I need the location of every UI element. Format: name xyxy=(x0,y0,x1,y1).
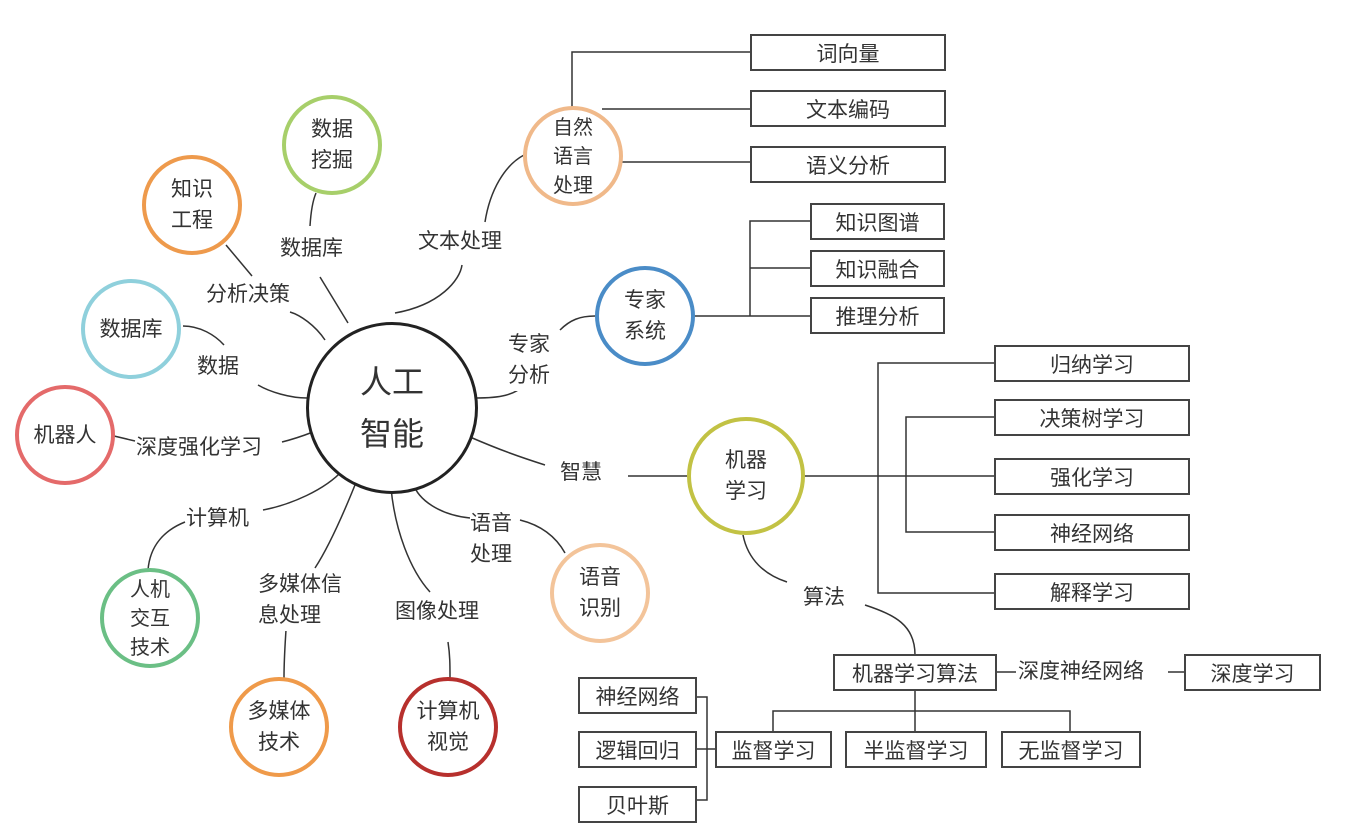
line-analysis-knowledge xyxy=(225,244,253,277)
box-knowledge-graph[interactable]: 知识图谱 xyxy=(810,203,945,240)
box-logistic-regression[interactable]: 逻辑回归 xyxy=(578,731,697,768)
label-algorithm: 算法 xyxy=(803,582,845,613)
line-center-data xyxy=(257,384,308,399)
node-computer-vision[interactable]: 计算机 视觉 xyxy=(398,677,498,777)
line-ml-algorithm xyxy=(742,534,788,583)
box-reasoning-analysis[interactable]: 推理分析 xyxy=(810,297,945,334)
label-image-processing: 图像处理 xyxy=(395,596,479,627)
node-hci[interactable]: 人机 交互 技术 xyxy=(100,568,200,668)
box-explanation-learning[interactable]: 解释学习 xyxy=(994,573,1190,610)
line-computer-hci xyxy=(147,521,186,571)
line-center-text-processing xyxy=(394,264,463,314)
node-multimedia-tech[interactable]: 多媒体 技术 xyxy=(229,677,329,777)
line-speech-recognition xyxy=(519,519,566,554)
box-knowledge-fusion[interactable]: 知识融合 xyxy=(810,250,945,287)
node-machine-learning[interactable]: 机器 学习 xyxy=(687,417,805,535)
node-knowledge-engineering[interactable]: 知识 工程 xyxy=(142,155,242,255)
line-mlalgo-types xyxy=(772,690,1071,733)
node-database[interactable]: 数据库 xyxy=(81,279,181,379)
line-center-multimedia xyxy=(314,479,358,569)
node-speech-recognition[interactable]: 语音 识别 xyxy=(550,543,650,643)
box-decision-tree-learning[interactable]: 决策树学习 xyxy=(994,399,1190,436)
line-multimedia-tech xyxy=(283,629,287,679)
box-semantic-analysis[interactable]: 语义分析 xyxy=(750,146,946,183)
label-wisdom: 智慧 xyxy=(560,457,602,488)
line-center-wisdom xyxy=(469,436,546,466)
line-ml-children xyxy=(804,362,994,594)
node-robot[interactable]: 机器人 xyxy=(15,385,115,485)
box-unsupervised-learning[interactable]: 无监督学习 xyxy=(1001,731,1141,768)
box-word-vector[interactable]: 词向量 xyxy=(750,34,946,71)
box-semi-supervised-learning[interactable]: 半监督学习 xyxy=(845,731,987,768)
box-deep-learning[interactable]: 深度学习 xyxy=(1184,654,1321,691)
node-nlp[interactable]: 自然 语言 处理 xyxy=(523,106,623,206)
line-center-computer xyxy=(262,469,344,511)
line-center-image xyxy=(390,487,431,593)
line-algorithm-box xyxy=(864,604,916,656)
label-database: 数据库 xyxy=(280,233,343,264)
label-data: 数据 xyxy=(197,351,239,382)
label-deep-neural-net: 深度神经网络 xyxy=(1018,656,1144,687)
line-expert-analysis-expert xyxy=(559,315,596,331)
box-neural-network-method[interactable]: 神经网络 xyxy=(578,677,697,714)
label-computer: 计算机 xyxy=(186,503,249,534)
line-center-dblabel xyxy=(319,276,349,324)
label-deep-rl: 深度强化学习 xyxy=(136,432,262,463)
line-center-deeprl xyxy=(281,431,314,443)
node-data-mining[interactable]: 数据 挖掘 xyxy=(282,95,382,195)
label-speech-processing: 语音 处理 xyxy=(470,508,512,570)
line-image-cv xyxy=(447,641,451,679)
line-nlp-children xyxy=(571,51,750,163)
line-dblabel-datamining xyxy=(309,192,317,227)
box-bayes[interactable]: 贝叶斯 xyxy=(578,786,697,823)
line-center-analysis xyxy=(289,311,326,341)
line-deeprl-robot xyxy=(113,435,136,442)
center-node-ai[interactable]: 人工 智能 xyxy=(306,322,478,494)
node-expert-system[interactable]: 专家 系统 xyxy=(595,266,695,366)
label-multimedia-processing: 多媒体信 息处理 xyxy=(258,569,342,631)
box-inductive-learning[interactable]: 归纳学习 xyxy=(994,345,1190,382)
label-expert-analysis: 专家 分析 xyxy=(508,329,550,391)
box-supervised-learning[interactable]: 监督学习 xyxy=(715,731,832,768)
line-text-processing-nlp xyxy=(484,154,525,223)
line-supervised-methods xyxy=(697,696,715,801)
box-ml-algorithm[interactable]: 机器学习算法 xyxy=(833,654,997,691)
box-neural-network[interactable]: 神经网络 xyxy=(994,514,1190,551)
label-analysis-decision: 分析决策 xyxy=(206,279,290,310)
box-text-encoding[interactable]: 文本编码 xyxy=(750,90,946,127)
box-reinforcement-learning[interactable]: 强化学习 xyxy=(994,458,1190,495)
label-text-processing: 文本处理 xyxy=(418,226,502,257)
line-expert-children xyxy=(694,220,810,317)
line-data-database xyxy=(182,325,225,346)
